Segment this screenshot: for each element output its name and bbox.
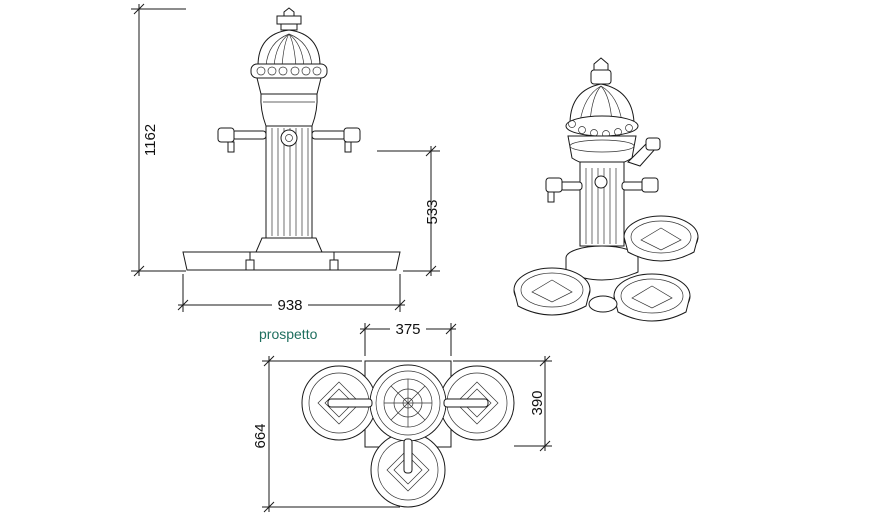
dimension-total-height: 1162: [131, 3, 186, 277]
axo-basin-left: [513, 267, 591, 316]
dimension-total-width: 938: [177, 274, 406, 314]
dimension-center-depth: 390: [453, 355, 552, 452]
fountain-axonometric: [513, 57, 699, 322]
bead-row: [256, 66, 322, 76]
dimension-total-depth: 664: [252, 355, 400, 513]
spout-right: [311, 127, 361, 153]
axo-basin-right: [613, 273, 691, 322]
height-outlet-label: 533: [424, 199, 441, 224]
fountain-elevation: [182, 7, 401, 271]
axo-basin-back: [623, 215, 699, 262]
depth-total-label: 664: [252, 423, 269, 448]
dimension-outlet-height: 533: [377, 145, 441, 277]
width-basin-label: 375: [395, 321, 420, 338]
elevation-caption: prospetto: [259, 326, 318, 342]
dimension-basin-width: 375: [359, 320, 457, 356]
height-total-label: 1162: [142, 124, 159, 156]
depth-center-label: 390: [529, 390, 546, 415]
width-total-label: 938: [277, 297, 302, 314]
spout-left: [217, 127, 267, 153]
fountain-plan: [301, 360, 515, 508]
